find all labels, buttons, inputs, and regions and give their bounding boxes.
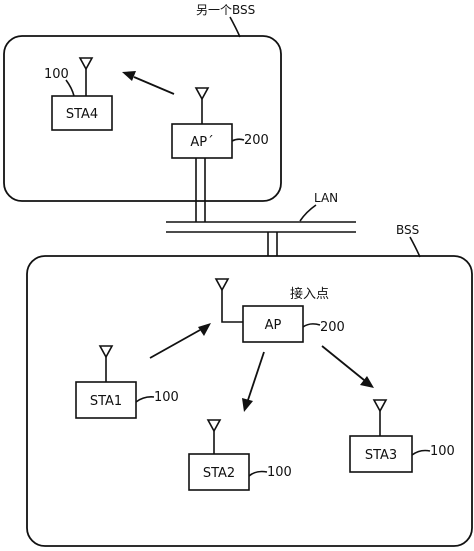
sta1-box (75, 381, 137, 419)
sta1-antenna-icon (98, 345, 114, 382)
arrow-sta1-to-ap-head (198, 323, 211, 336)
sta4-ref: 100 (44, 67, 69, 82)
sta2-ref: 100 (267, 465, 292, 480)
sta1-ref-leader (135, 396, 155, 403)
sta4-box (51, 95, 113, 131)
ap-other-antenna-icon (194, 87, 210, 124)
arrow-ap-to-sta3 (321, 345, 365, 381)
ap-antenna-icon (214, 278, 243, 323)
ap-other-label: AP´ (190, 135, 213, 150)
sta1-label: STA1 (90, 394, 122, 409)
other-bss-region (3, 35, 282, 202)
sta2-ref-leader (248, 470, 268, 477)
arrow-ap-other-to-sta4 (133, 76, 175, 95)
ap-ref: 200 (320, 320, 345, 335)
arrow-ap-to-sta2-head (242, 398, 253, 412)
lan-label: LAN (314, 191, 338, 205)
sta2-antenna-icon (206, 419, 222, 454)
sta3-box (349, 435, 413, 473)
bss-leader-line (409, 236, 421, 258)
ap-box (242, 305, 304, 343)
sta3-label: STA3 (365, 448, 397, 463)
ap-other-ref-leader (231, 138, 245, 142)
other-bss-leader-line (229, 16, 241, 38)
arrow-ap-to-sta3-head (360, 376, 374, 388)
access-point-label: 接入点 (290, 286, 329, 302)
sta4-label: STA4 (66, 107, 98, 122)
sta2-box (188, 453, 250, 491)
sta3-ref-leader (411, 449, 431, 456)
sta1-ref: 100 (154, 390, 179, 405)
arrow-ap-to-sta2 (247, 351, 265, 401)
sta3-antenna-icon (372, 399, 388, 436)
sta4-antenna-icon (78, 57, 94, 96)
ap-ref-leader (302, 323, 321, 328)
sta3-ref: 100 (430, 444, 455, 459)
arrow-sta1-to-ap (149, 329, 201, 359)
arrow-ap-other-to-sta4-head (122, 71, 136, 81)
bss-label: BSS (396, 223, 419, 237)
sta4-ref-leader (65, 79, 75, 97)
lan-leader-line (299, 204, 317, 222)
ap-label: AP (265, 318, 282, 333)
sta2-label: STA2 (203, 466, 235, 481)
ap-other-ref: 200 (244, 133, 269, 148)
other-bss-label: 另一个BSS (196, 3, 255, 17)
